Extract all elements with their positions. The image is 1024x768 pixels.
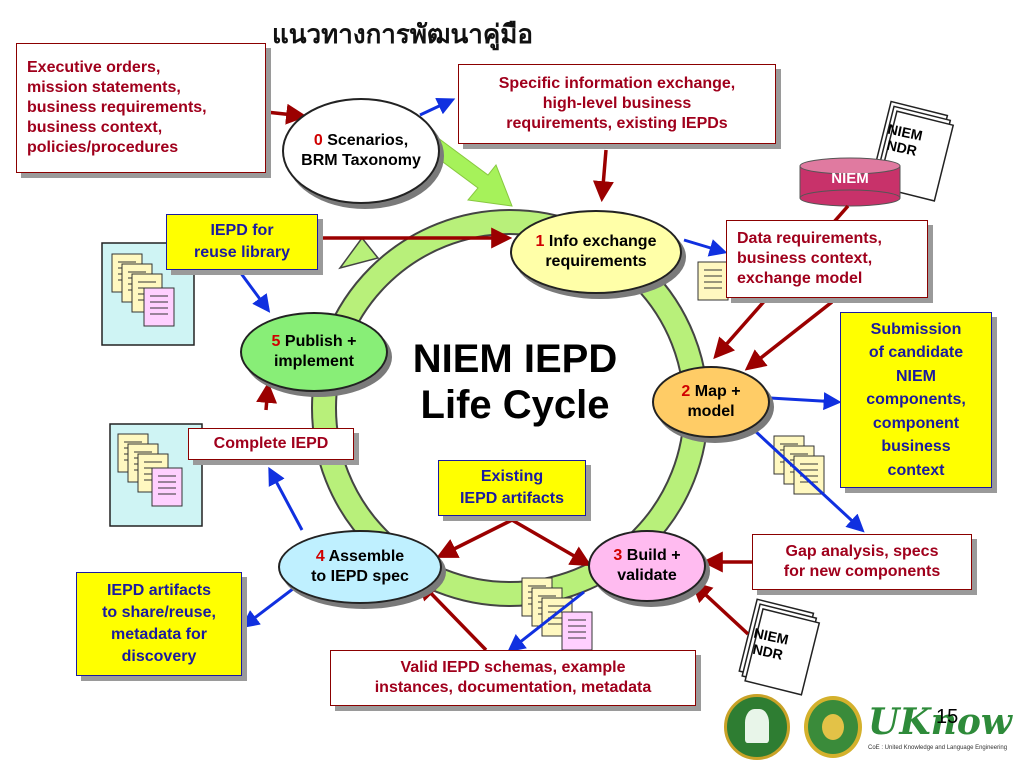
submission-line: business <box>881 438 951 456</box>
gap-line: Gap analysis, specs <box>785 543 939 560</box>
reuse-line: reuse library <box>193 244 291 261</box>
data-requirements-box: Data requirements, business context, exc… <box>726 220 928 298</box>
uknow-wordmark: UKnow <box>868 701 1012 743</box>
submission-line: context <box>887 461 945 479</box>
document-stack-icon-complete <box>109 423 203 527</box>
submission-candidate-box: Submission of candidate NIEM components,… <box>840 312 992 488</box>
submission-line: components, <box>866 391 966 409</box>
phase-1-line1: Info exchange <box>548 233 657 250</box>
phase-1-line2: requirements <box>545 253 647 270</box>
data-req-line: exchange model <box>737 270 863 287</box>
lifecycle-title-line1: NIEM IEPD <box>412 337 618 381</box>
document-stack-icon-map <box>773 435 825 495</box>
phase-3-build-validate[interactable]: 3 Build + validate <box>588 530 706 602</box>
phase-2-line2: model <box>687 403 735 420</box>
executive-line: Executive orders, <box>27 59 161 76</box>
specific-line: high-level business <box>542 95 692 112</box>
specific-info-exchange-box: Specific information exchange, high-leve… <box>458 64 776 144</box>
seal-logo-center <box>804 696 862 758</box>
share-line: to share/reuse, <box>102 604 216 621</box>
document-icon-requirements <box>697 261 729 301</box>
executive-line: business context, <box>27 119 163 136</box>
executive-line: mission statements, <box>27 79 181 96</box>
niem-database-icon <box>799 157 901 207</box>
phase-3-line2: validate <box>617 567 677 584</box>
phase-5-line2: implement <box>273 353 354 370</box>
specific-line: Specific information exchange, <box>498 75 736 92</box>
iepd-artifacts-share-box: IEPD artifacts to share/reuse, metadata … <box>76 572 242 676</box>
niem-database: NIEM <box>800 158 900 202</box>
document-stack-icon-build <box>521 577 593 651</box>
page-title: แนวทางการพัฒนาคู่มือ <box>272 20 534 50</box>
phase-4-line1: Assemble <box>328 548 405 565</box>
data-req-line: business context, <box>737 250 873 267</box>
lifecycle-title: NIEM IEPD Life Cycle <box>385 336 645 428</box>
phase-4-line2: to IEPD spec <box>311 568 409 585</box>
phase-4-number: 4 <box>315 548 325 565</box>
share-line: metadata for <box>110 626 207 643</box>
existing-line: IEPD artifacts <box>459 490 565 507</box>
executive-orders-box: Executive orders, mission statements, bu… <box>16 43 266 173</box>
valid-line: instances, documentation, metadata <box>374 679 652 696</box>
executive-line: policies/procedures <box>27 139 179 156</box>
complete-iepd-box: Complete IEPD <box>188 428 354 460</box>
reuse-line: IEPD for <box>210 222 274 239</box>
ndr-label-bottom: NIEM NDR <box>749 625 790 664</box>
share-line: discovery <box>121 648 197 665</box>
seal-logo-left <box>724 694 790 760</box>
phase-4-assemble[interactable]: 4 Assemble to IEPD spec <box>278 530 442 604</box>
valid-iepd-schemas-box: Valid IEPD schemas, example instances, d… <box>330 650 696 706</box>
submission-line: component <box>872 414 960 432</box>
gap-line: for new components <box>783 563 941 580</box>
phase-0-scenarios[interactable]: 0 Scenarios, BRM Taxonomy <box>282 98 440 204</box>
phase-1-info-exchange[interactable]: 1 Info exchange requirements <box>510 210 682 294</box>
phase-5-publish[interactable]: 5 Publish + implement <box>240 312 388 392</box>
phase-2-line1: Map + <box>694 383 741 400</box>
share-line: IEPD artifacts <box>106 582 212 599</box>
ndr-document-icon-bottom <box>738 598 821 696</box>
uknow-subtitle: CoE : United Knowledge and Language Engi… <box>868 745 1008 751</box>
phase-2-map-model[interactable]: 2 Map + model <box>652 366 770 438</box>
phase-5-number: 5 <box>271 333 281 350</box>
existing-line: Existing <box>480 468 544 485</box>
blue-arrows <box>238 97 865 653</box>
ndr-label-top: NIEM NDR <box>883 121 924 160</box>
specific-line: requirements, existing IEPDs <box>506 115 728 132</box>
phase-2-number: 2 <box>681 383 691 400</box>
phase-0-number: 0 <box>313 132 323 149</box>
phase-5-line1: Publish + <box>284 333 357 350</box>
phase-0-line1: Scenarios, <box>327 132 409 149</box>
valid-line: Valid IEPD schemas, example <box>400 659 626 676</box>
page-number: 15 <box>936 706 959 728</box>
submission-line: of candidate <box>868 344 964 362</box>
uknow-logo: UKnow CoE : United Knowledge and Languag… <box>868 700 1016 760</box>
submission-line: Submission <box>870 320 962 338</box>
lifecycle-title-line2: Life Cycle <box>420 383 610 427</box>
niem-database-label: NIEM <box>831 170 869 187</box>
phase-0-line2: BRM Taxonomy <box>301 152 421 169</box>
iepd-reuse-library-box: IEPD for reuse library <box>166 214 318 270</box>
phase-3-number: 3 <box>613 547 623 564</box>
complete-iepd-label: Complete IEPD <box>213 435 329 452</box>
existing-iepd-artifacts-box: Existing IEPD artifacts <box>438 460 586 516</box>
phase-3-line1: Build + <box>626 547 681 564</box>
phase-1-number: 1 <box>535 233 545 250</box>
executive-line: business requirements, <box>27 99 207 116</box>
submission-line: NIEM <box>896 367 936 385</box>
data-req-line: Data requirements, <box>737 230 882 247</box>
gap-analysis-box: Gap analysis, specs for new components <box>752 534 972 590</box>
